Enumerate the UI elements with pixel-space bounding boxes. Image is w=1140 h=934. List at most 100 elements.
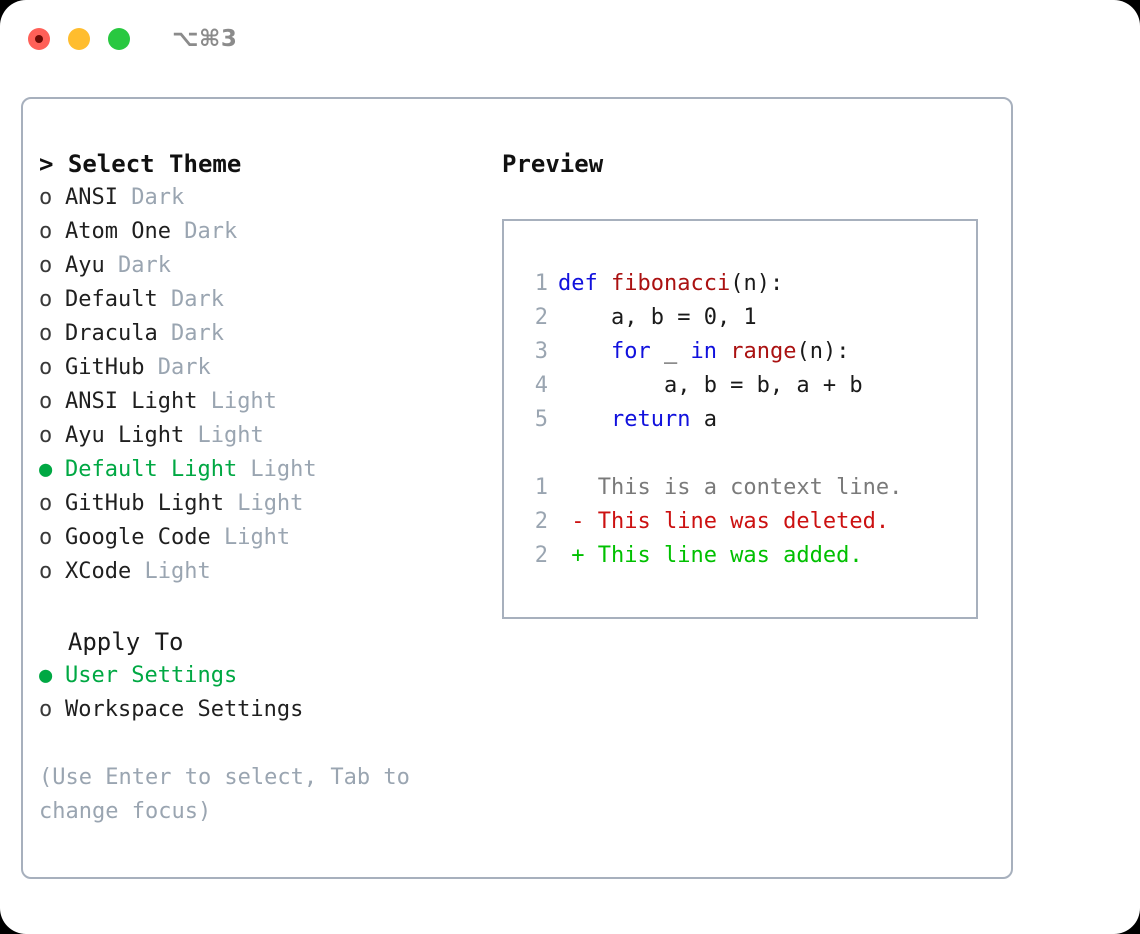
code-diff-separator — [516, 437, 976, 471]
code-line: 1 def fibonacci(n): — [516, 267, 976, 301]
option-label: ANSI — [65, 185, 118, 210]
theme-option-0[interactable]: o ANSI Dark — [39, 181, 489, 215]
diff-line: 1 This is a context line. — [516, 471, 976, 505]
option-label: Default Light — [65, 457, 238, 482]
close-window-icon[interactable] — [28, 28, 50, 50]
radio-unselected-icon: o — [39, 697, 53, 722]
option-label: User Settings — [65, 663, 238, 688]
option-label: Google Code — [65, 525, 211, 550]
diff-line-number: 2 — [534, 509, 548, 534]
code-line-text: def fibonacci(n): — [558, 267, 783, 301]
code-token: a, b = 0, 1 — [558, 305, 757, 330]
code-token: (n): — [796, 339, 850, 364]
code-token — [558, 407, 611, 432]
diff-line-text: + This line was added. — [558, 543, 863, 568]
code-token: fibonacci — [610, 271, 731, 296]
option-variant-label: Dark — [144, 355, 211, 380]
option-variant-label: Light — [237, 457, 317, 482]
code-token: a, b = b, a + b — [558, 373, 863, 398]
diff-line: 2 - This line was deleted. — [516, 505, 976, 539]
diff-line-number: 2 — [534, 543, 548, 568]
radio-selected-icon: ● — [39, 457, 53, 482]
radio-unselected-icon: o — [39, 219, 53, 244]
code-token: for — [610, 339, 651, 364]
option-label: Atom One — [65, 219, 171, 244]
radio-unselected-icon: o — [39, 355, 53, 380]
code-token — [717, 339, 730, 364]
code-token: range — [730, 339, 797, 364]
diff-line: 2 + This line was added. — [516, 539, 976, 573]
radio-unselected-icon: o — [39, 287, 53, 312]
theme-option-8[interactable]: ● Default Light Light — [39, 453, 489, 487]
keyboard-shortcut-label: ⌥⌘3 — [172, 26, 238, 52]
radio-unselected-icon: o — [39, 185, 53, 210]
radio-unselected-icon: o — [39, 423, 53, 448]
theme-option-5[interactable]: o GitHub Dark — [39, 351, 489, 385]
traffic-light-controls — [28, 28, 130, 50]
code-line-number: 4 — [534, 373, 548, 398]
apply-option-0[interactable]: ● User Settings — [39, 659, 489, 693]
code-line-number: 5 — [534, 407, 548, 432]
option-label: Workspace Settings — [65, 697, 304, 722]
select-theme-heading: > Select Theme — [39, 150, 242, 178]
code-token: return — [610, 407, 691, 432]
radio-selected-icon: ● — [39, 663, 53, 688]
code-line: 5 return a — [516, 403, 976, 437]
option-label: ANSI Light — [65, 389, 198, 414]
option-variant-label: Light — [223, 491, 304, 516]
theme-option-7[interactable]: o Ayu Light Light — [39, 419, 489, 453]
code-token — [558, 339, 611, 364]
preview-heading: Preview — [502, 150, 604, 178]
radio-unselected-icon: o — [39, 321, 53, 346]
code-line-number: 1 — [534, 271, 548, 296]
apply-to-heading: Apply To — [39, 628, 184, 656]
minimize-window-icon[interactable] — [68, 28, 90, 50]
option-variant-label: Light — [131, 559, 211, 584]
option-variant-label: Dark — [170, 219, 238, 244]
keyboard-hint-text: (Use Enter to select, Tab to change focu… — [39, 765, 424, 824]
option-variant-label: Light — [184, 423, 264, 448]
section-spacer — [39, 589, 489, 625]
option-variant-label: Light — [210, 525, 291, 550]
option-label: Default — [65, 287, 158, 312]
maximize-window-icon[interactable] — [108, 28, 130, 50]
theme-option-10[interactable]: o Google Code Light — [39, 521, 489, 555]
code-token: a — [690, 407, 717, 432]
radio-unselected-icon: o — [39, 525, 53, 550]
diff-line-text: - This line was deleted. — [558, 509, 890, 534]
option-label: GitHub — [65, 355, 145, 380]
option-variant-label: Dark — [117, 185, 185, 210]
code-token: (n): — [730, 271, 784, 296]
apply-to-option-list[interactable]: ● User Settings o Workspace Settings — [39, 659, 489, 727]
theme-option-1[interactable]: o Atom One Dark — [39, 215, 489, 249]
radio-unselected-icon: o — [39, 253, 53, 278]
apply-option-1[interactable]: o Workspace Settings — [39, 693, 489, 727]
radio-unselected-icon: o — [39, 389, 53, 414]
option-variant-label: Dark — [104, 253, 171, 278]
code-line: 4 a, b = b, a + b — [516, 369, 976, 403]
option-label: Ayu Light — [65, 423, 185, 448]
option-label: Dracula — [65, 321, 158, 346]
code-line-number: 2 — [534, 305, 548, 330]
code-line-text: return a — [558, 403, 717, 437]
code-token: in — [690, 339, 717, 364]
option-variant-label: Light — [197, 389, 277, 414]
diff-sample: 1 This is a context line.2 - This line w… — [516, 471, 976, 573]
theme-option-6[interactable]: o ANSI Light Light — [39, 385, 489, 419]
radio-unselected-icon: o — [39, 559, 53, 584]
code-token: def — [558, 271, 611, 296]
code-line-number: 3 — [534, 339, 548, 364]
code-line-text: for _ in range(n): — [558, 335, 849, 369]
code-line: 2 a, b = 0, 1 — [516, 301, 976, 335]
